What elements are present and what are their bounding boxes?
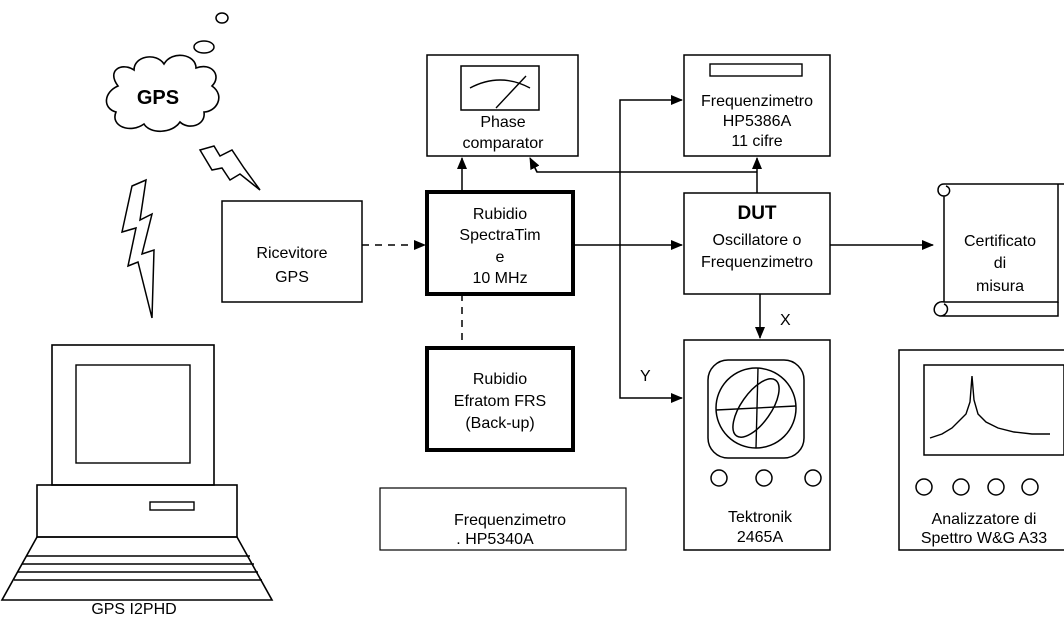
dut-box: DUT Oscillatore o Frequenzimetro <box>683 192 831 295</box>
knob-icon <box>987 478 1005 496</box>
keyboard <box>0 536 274 601</box>
spectrum-screen <box>923 364 1064 456</box>
svg-text:2465A: 2465A <box>737 529 784 546</box>
rubidio-efratom-box: Rubidio Efratom FRS (Back-up) <box>425 346 575 452</box>
svg-text:comparator: comparator <box>463 135 545 152</box>
svg-text:(Back-up): (Back-up) <box>465 415 534 432</box>
scope-screen <box>707 359 805 459</box>
arrow-to-freq-hp5386a <box>619 95 683 245</box>
lissajous-figure <box>732 378 780 438</box>
thought-bubble-medium <box>193 40 215 54</box>
svg-text:Frequenzimetro: Frequenzimetro <box>701 93 813 110</box>
thought-bubble-small <box>215 12 229 24</box>
freq-hp5386a-box: Frequenzimetro HP5386A 11 cifre <box>683 54 831 157</box>
svg-text:Frequenzimetro: Frequenzimetro <box>454 512 566 529</box>
lightning-bolt-icon <box>121 178 155 319</box>
lightning-bolt-icon <box>198 145 261 191</box>
svg-text:Frequenzimetro: Frequenzimetro <box>701 254 813 271</box>
svg-text:11 cifre: 11 cifre <box>731 133 782 150</box>
knob-icon <box>710 469 728 487</box>
svg-text:Tektronik: Tektronik <box>728 509 793 526</box>
knob-icon <box>952 478 970 496</box>
svg-text:GPS: GPS <box>275 269 309 286</box>
svg-text:SpectraTim: SpectraTim <box>459 227 540 244</box>
svg-text:Rubidio: Rubidio <box>473 206 527 223</box>
svg-text:10 MHz: 10 MHz <box>472 270 527 287</box>
svg-text:e: e <box>496 249 505 266</box>
arrow-y-to-scope <box>619 245 683 403</box>
y-label: Y <box>640 368 651 385</box>
computer-label: GPS I2PHD <box>91 601 176 618</box>
keyboard-keys <box>14 555 262 581</box>
gps-cloud-label: GPS <box>137 87 179 109</box>
phase-comparator-box: Phase comparator <box>426 54 579 157</box>
svg-text:DUT: DUT <box>737 203 776 224</box>
disk-drive-icon <box>149 501 195 511</box>
meter-needle-icon <box>495 75 527 109</box>
knob-icon <box>1021 478 1039 496</box>
svg-text:Analizzatore di: Analizzatore di <box>932 511 1037 528</box>
svg-text:Phase: Phase <box>480 114 525 131</box>
freq-hp5340a-box: Frequenzimetro . HP5340A <box>379 487 627 551</box>
spectrum-analyzer: Analizzatore di Spettro W&G A33 <box>898 349 1064 551</box>
tektronik-oscilloscope: Tektronik 2465A <box>683 339 831 551</box>
computer-case <box>36 484 238 538</box>
cloud-shape <box>105 54 220 133</box>
ricevitore-gps-box: Ricevitore GPS <box>221 200 363 303</box>
knob-icon <box>915 478 933 496</box>
x-label: X <box>780 312 791 329</box>
svg-text:misura: misura <box>976 278 1024 295</box>
svg-text:Efratom FRS: Efratom FRS <box>454 393 546 410</box>
meter-dial-icon <box>460 65 540 111</box>
computer-screen <box>75 364 191 464</box>
svg-text:. HP5340A: . HP5340A <box>456 531 534 548</box>
svg-text:HP5386A: HP5386A <box>723 113 792 130</box>
svg-text:Ricevitore: Ricevitore <box>256 245 327 262</box>
svg-text:Certificato: Certificato <box>964 233 1036 250</box>
gps-cloud: GPS <box>105 12 229 133</box>
display-window-icon <box>709 63 803 77</box>
computer <box>0 344 274 601</box>
svg-text:Spettro W&G A33: Spettro W&G A33 <box>921 530 1047 547</box>
knob-icon <box>755 469 773 487</box>
knob-icon <box>804 469 822 487</box>
spectrum-peak-trace <box>929 375 1050 439</box>
rubidio-spectratime-box: Rubidio SpectraTim e 10 MHz <box>425 190 575 296</box>
link-to-phase-comparator <box>530 159 757 173</box>
svg-text:Oscillatore o: Oscillatore o <box>713 232 802 249</box>
svg-text:Rubidio: Rubidio <box>473 371 527 388</box>
certificato-scroll: Certificato di misura <box>933 183 1064 317</box>
svg-text:di: di <box>994 255 1006 272</box>
